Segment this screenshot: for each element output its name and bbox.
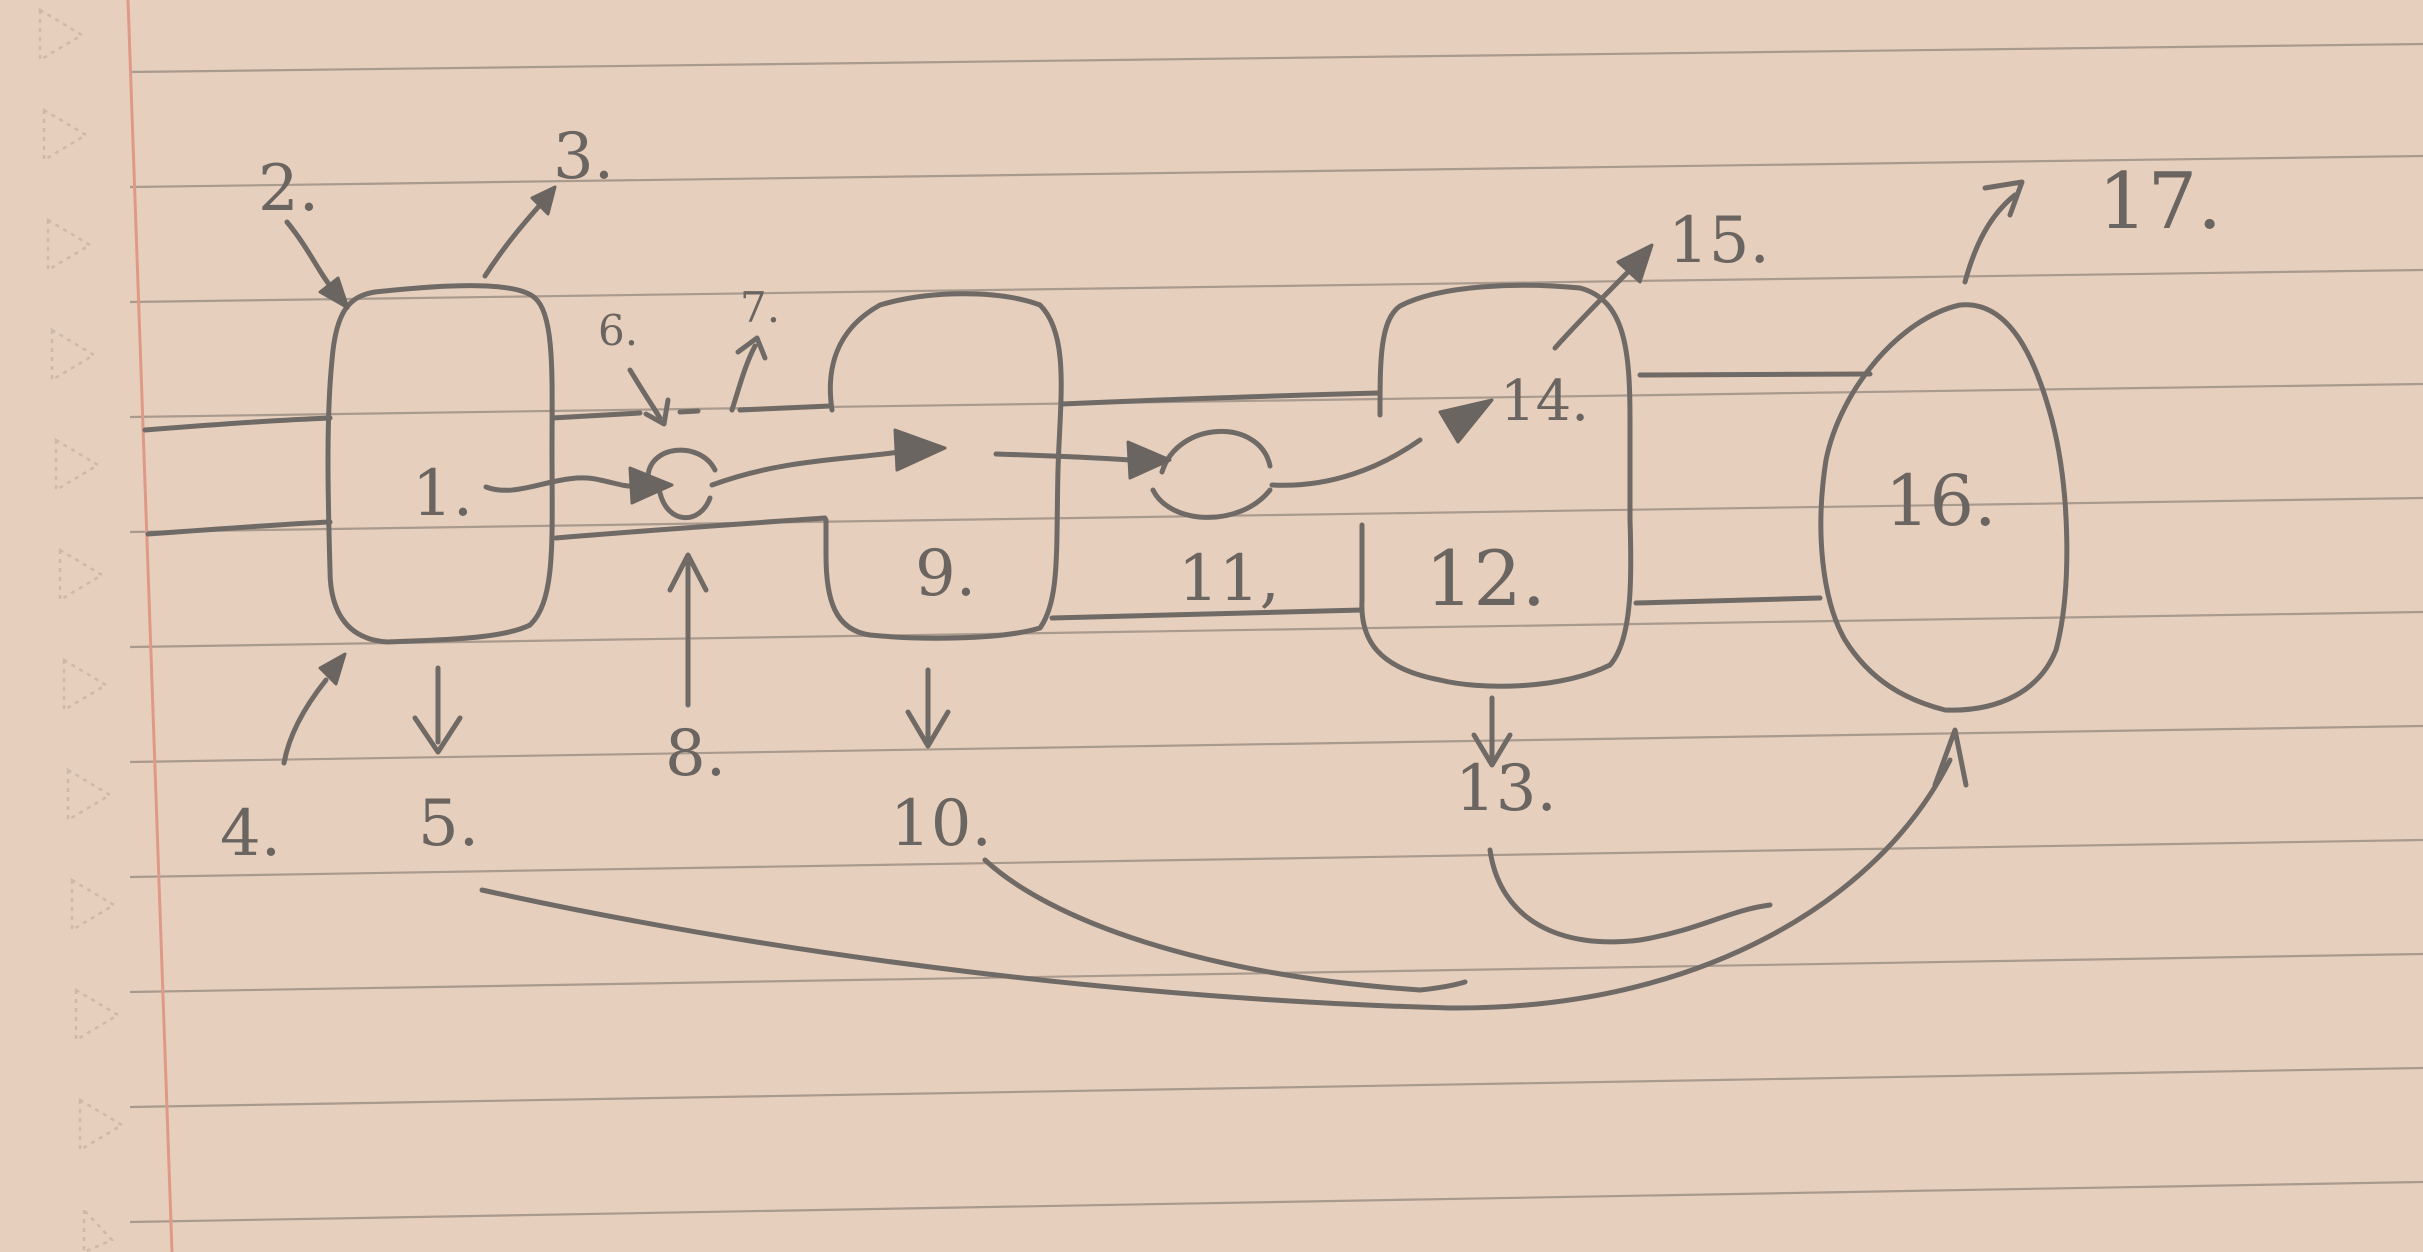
arrow-7 xyxy=(729,335,768,413)
margin-triangles xyxy=(38,7,125,1252)
pipe-9-12-bottom xyxy=(1049,607,1365,621)
label-4: 4. xyxy=(220,797,281,871)
flow-arrow-1-to-6 xyxy=(483,466,674,505)
label-16: 16. xyxy=(1885,460,1996,542)
arrow-17 xyxy=(1962,179,2025,285)
arrow-6 xyxy=(627,367,671,427)
arrow-4 xyxy=(281,652,347,766)
return-line-from-13 xyxy=(1487,847,1773,945)
label-7: 7. xyxy=(740,283,780,332)
label-8: 8. xyxy=(665,717,726,791)
label-13: 13. xyxy=(1455,752,1557,826)
ruled-lines xyxy=(129,42,2423,1224)
label-3: 3. xyxy=(553,120,614,194)
arrow-into-16 xyxy=(1932,727,1969,788)
label-10: 10. xyxy=(890,787,992,861)
margin-line xyxy=(126,0,174,1252)
label-9: 9. xyxy=(915,537,976,611)
arrow-2 xyxy=(284,219,350,310)
flow-arrow-6-to-9 xyxy=(709,428,947,488)
pipe-1-9-top xyxy=(549,403,833,421)
label-1: 1. xyxy=(412,457,473,531)
label-5: 5. xyxy=(418,787,479,861)
label-6: 6. xyxy=(598,306,638,355)
arrow-5 xyxy=(412,665,463,755)
label-2: 2. xyxy=(258,152,319,226)
arrow-15 xyxy=(1552,243,1654,351)
pipe-12-16-top xyxy=(1637,371,1873,378)
vessel-16 xyxy=(1818,302,2070,713)
pipe-left-bottom xyxy=(145,519,333,537)
label-15: 15. xyxy=(1668,204,1770,278)
return-line-from-10 xyxy=(982,857,1468,993)
label-11: 11, xyxy=(1178,542,1280,616)
vessel-1 xyxy=(325,283,555,645)
pipe-9-12-top xyxy=(1059,390,1381,407)
pipe-lines xyxy=(142,371,1873,621)
return-line-from-5 xyxy=(479,757,1953,1011)
flow-arrow-9-to-11 xyxy=(993,440,1172,480)
valve-6 xyxy=(645,447,718,521)
label-14: 14. xyxy=(1500,369,1589,434)
pipe-1-9-bottom xyxy=(553,515,828,541)
label-17: 17. xyxy=(2098,157,2222,247)
vessel-9 xyxy=(823,291,1064,641)
arrow-13 xyxy=(1471,695,1513,768)
arrow-10 xyxy=(905,667,951,749)
pipe-left-top xyxy=(142,415,333,433)
arrow-3 xyxy=(482,185,557,279)
vessel-12 xyxy=(1359,282,1634,689)
pipe-12-16-bottom xyxy=(1633,595,1823,606)
arrow-8 xyxy=(667,552,709,708)
valve-11 xyxy=(1150,429,1273,520)
flow-arrow-11-to-14 xyxy=(1269,398,1494,488)
label-12: 12. xyxy=(1425,534,1546,623)
